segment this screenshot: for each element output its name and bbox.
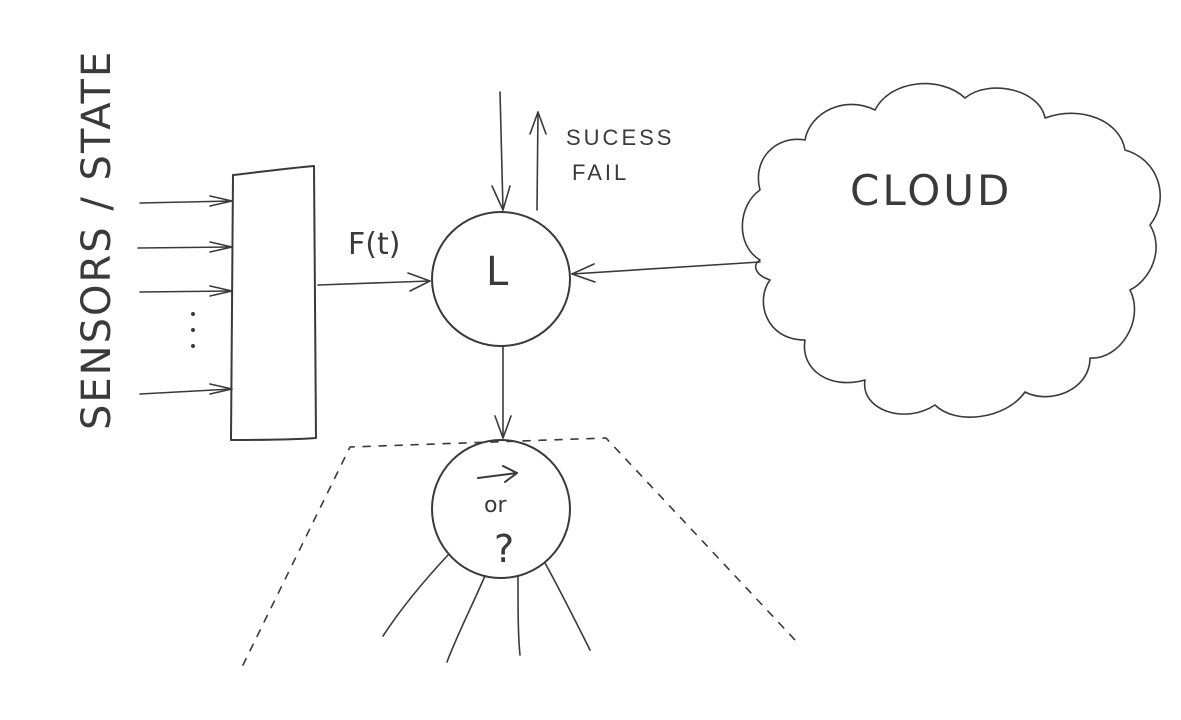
sensor-arrow-4	[139, 388, 233, 395]
feedback-success-label: SUCESS	[566, 125, 674, 150]
ellipsis-dot-1	[191, 312, 195, 316]
decision-node	[431, 439, 571, 579]
edge-label-f-of-t: F(t)	[348, 227, 400, 262]
dashed-region	[242, 437, 796, 666]
branch-1	[382, 554, 449, 637]
ellipsis-dot-2	[191, 328, 195, 332]
cloud-to-l-arrowhead	[571, 263, 596, 283]
node-l-label: L	[486, 249, 509, 295]
decision-arrow-icon-head	[502, 465, 518, 483]
top-input-arrowhead	[491, 185, 511, 211]
sensor-ellipsis	[191, 312, 195, 348]
decision-question-label: ?	[494, 527, 514, 571]
cloud-label: CLOUD	[850, 166, 1012, 215]
feedback-arrow	[536, 111, 539, 211]
sensor-arrow-3	[139, 290, 233, 293]
cloud-to-l-arrow	[571, 261, 761, 275]
branch-3	[517, 575, 521, 656]
decision-branches	[382, 554, 591, 663]
ellipsis-dot-3	[191, 344, 195, 348]
sensor-arrow-2	[137, 246, 233, 249]
decision-or-label: or	[484, 493, 507, 518]
edge-f-of-t-arrowhead	[407, 272, 431, 292]
top-input-arrow	[499, 91, 504, 211]
sensor-input-arrows	[137, 195, 233, 395]
branch-4	[544, 562, 591, 651]
l-to-decision-arrowhead	[494, 415, 512, 439]
node-l	[431, 211, 571, 347]
branch-2	[446, 575, 486, 663]
feedback-arrowhead	[529, 111, 547, 135]
decision-arrow-icon	[477, 472, 518, 479]
sensor-arrow-1	[139, 200, 233, 204]
feedback-fail-label: FAIL	[572, 160, 629, 185]
sensors-state-label: SENSORS / STATE	[74, 50, 120, 430]
cloud-shape	[741, 82, 1161, 418]
edge-f-of-t	[317, 280, 431, 286]
aggregator-box	[230, 165, 317, 441]
